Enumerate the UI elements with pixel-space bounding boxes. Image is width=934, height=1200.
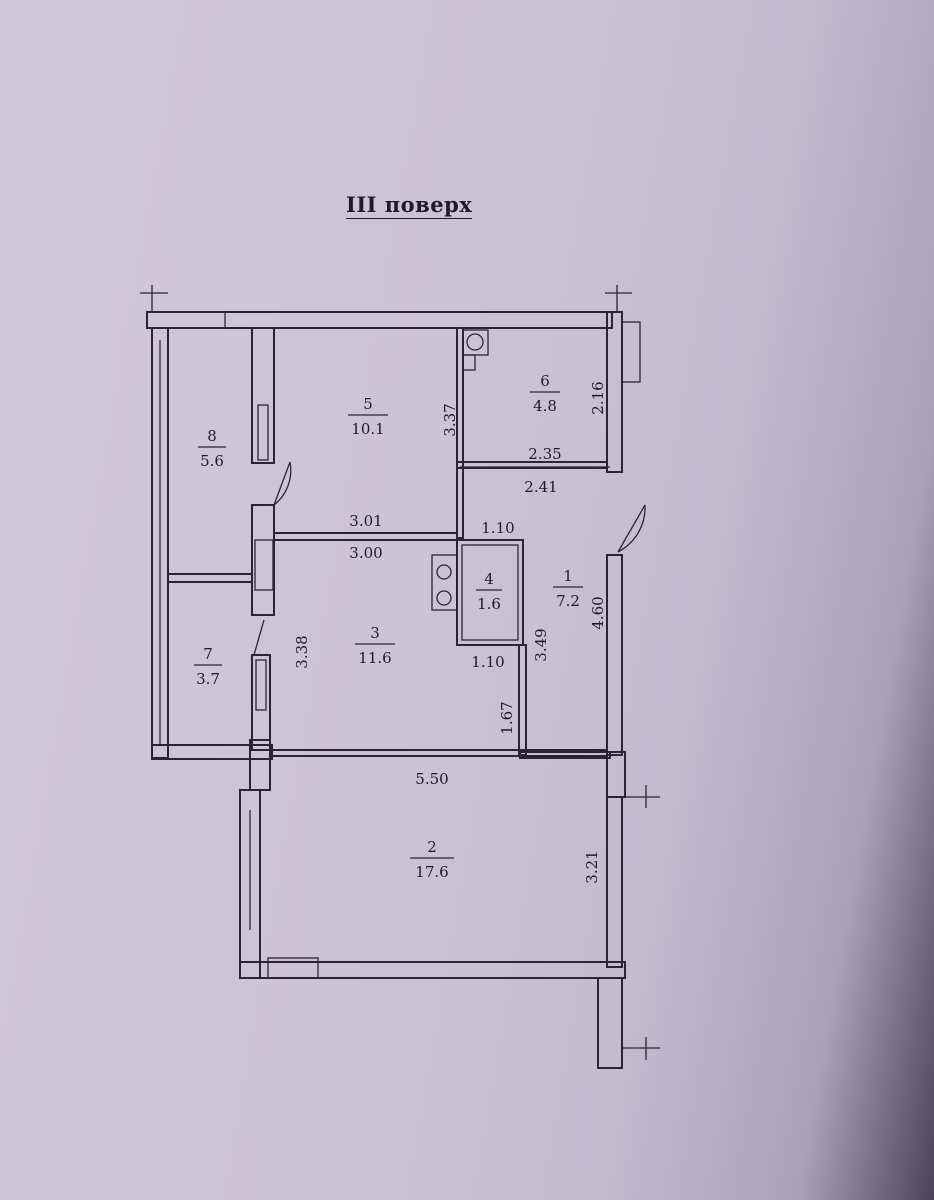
floor-title: III поверх <box>346 192 473 219</box>
room-area: 3.7 <box>196 670 220 688</box>
room-number: 7 <box>203 645 213 663</box>
room-1-label: 1 7.2 <box>553 567 583 610</box>
dimension-3-21: 3.21 <box>583 850 601 883</box>
room-area: 17.6 <box>415 863 448 881</box>
dimension-3-49: 3.49 <box>532 628 550 661</box>
dimension-3-38: 3.38 <box>293 635 311 668</box>
room-4-label: 4 1.6 <box>476 570 502 613</box>
room-number: 4 <box>484 570 494 588</box>
room-5-label: 5 10.1 <box>348 395 388 438</box>
room-6-label: 6 4.8 <box>530 372 560 415</box>
dimension-2-41: 2.41 <box>524 478 557 496</box>
dimension-2-16: 2.16 <box>589 381 607 414</box>
room-number: 3 <box>370 624 380 642</box>
room-7-label: 7 3.7 <box>194 645 222 688</box>
room-area: 10.1 <box>351 420 384 438</box>
dimension-3-00: 3.00 <box>349 544 382 562</box>
room-number: 6 <box>540 372 550 390</box>
dimension-3-37: 3.37 <box>441 403 459 436</box>
room-area: 1.6 <box>477 595 501 613</box>
dimension-3-01: 3.01 <box>349 512 382 530</box>
dimension-1-10-bottom: 1.10 <box>471 653 504 671</box>
dimension-5-50: 5.50 <box>415 770 448 788</box>
room-area: 4.8 <box>533 397 557 415</box>
dimension-2-35: 2.35 <box>528 445 561 463</box>
room-number: 8 <box>207 427 217 445</box>
room-2-label: 2 17.6 <box>410 838 454 881</box>
dimension-4-60: 4.60 <box>589 596 607 629</box>
room-3-label: 3 11.6 <box>355 624 395 667</box>
room-area: 11.6 <box>358 649 391 667</box>
room-number: 5 <box>363 395 373 413</box>
room-number: 1 <box>563 567 573 585</box>
room-area: 7.2 <box>556 592 580 610</box>
dimension-1-67: 1.67 <box>498 701 516 734</box>
room-area: 5.6 <box>200 452 224 470</box>
dimension-labels: 3.37 2.16 2.35 2.41 3.01 3.00 1.10 1.10 … <box>293 381 607 883</box>
dimension-1-10-top: 1.10 <box>481 519 514 537</box>
room-number: 2 <box>427 838 437 856</box>
room-labels: 8 5.6 5 10.1 6 4.8 1 7.2 4 1.6 3 11.6 <box>194 372 583 881</box>
room-8-label: 8 5.6 <box>198 427 226 470</box>
interior-walls <box>167 327 646 791</box>
